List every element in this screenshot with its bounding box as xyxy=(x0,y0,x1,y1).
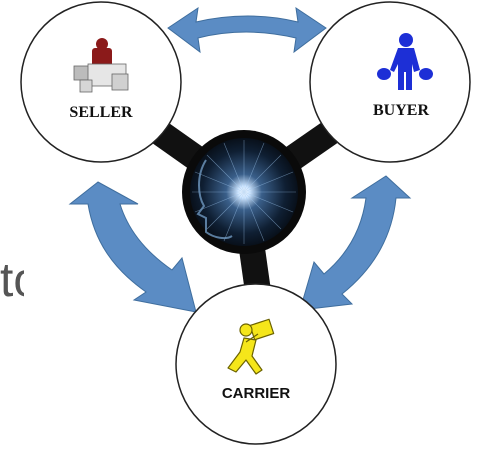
seller-desk-icon xyxy=(73,38,129,93)
carrier-running-with-box-icon xyxy=(227,318,275,375)
node-carrier: CARRIER xyxy=(175,283,337,445)
hub xyxy=(182,130,306,254)
node-seller: SELLER xyxy=(20,1,182,163)
head-profile xyxy=(196,159,233,240)
seller-label: SELLER xyxy=(69,104,133,121)
arrow-buyer-carrier xyxy=(299,175,412,311)
carrier-label: CARRIER xyxy=(222,385,291,402)
cycle-arrows xyxy=(68,6,412,313)
buyer-shopping-bags-icon xyxy=(377,33,433,90)
arrow-seller-buyer xyxy=(167,6,327,54)
buyer-circle xyxy=(309,1,471,163)
arrow-seller-carrier xyxy=(68,181,197,313)
partial-cropped-text: to xyxy=(0,254,24,307)
node-buyer: BUYER xyxy=(309,1,471,163)
buyer-label: BUYER xyxy=(373,102,429,119)
